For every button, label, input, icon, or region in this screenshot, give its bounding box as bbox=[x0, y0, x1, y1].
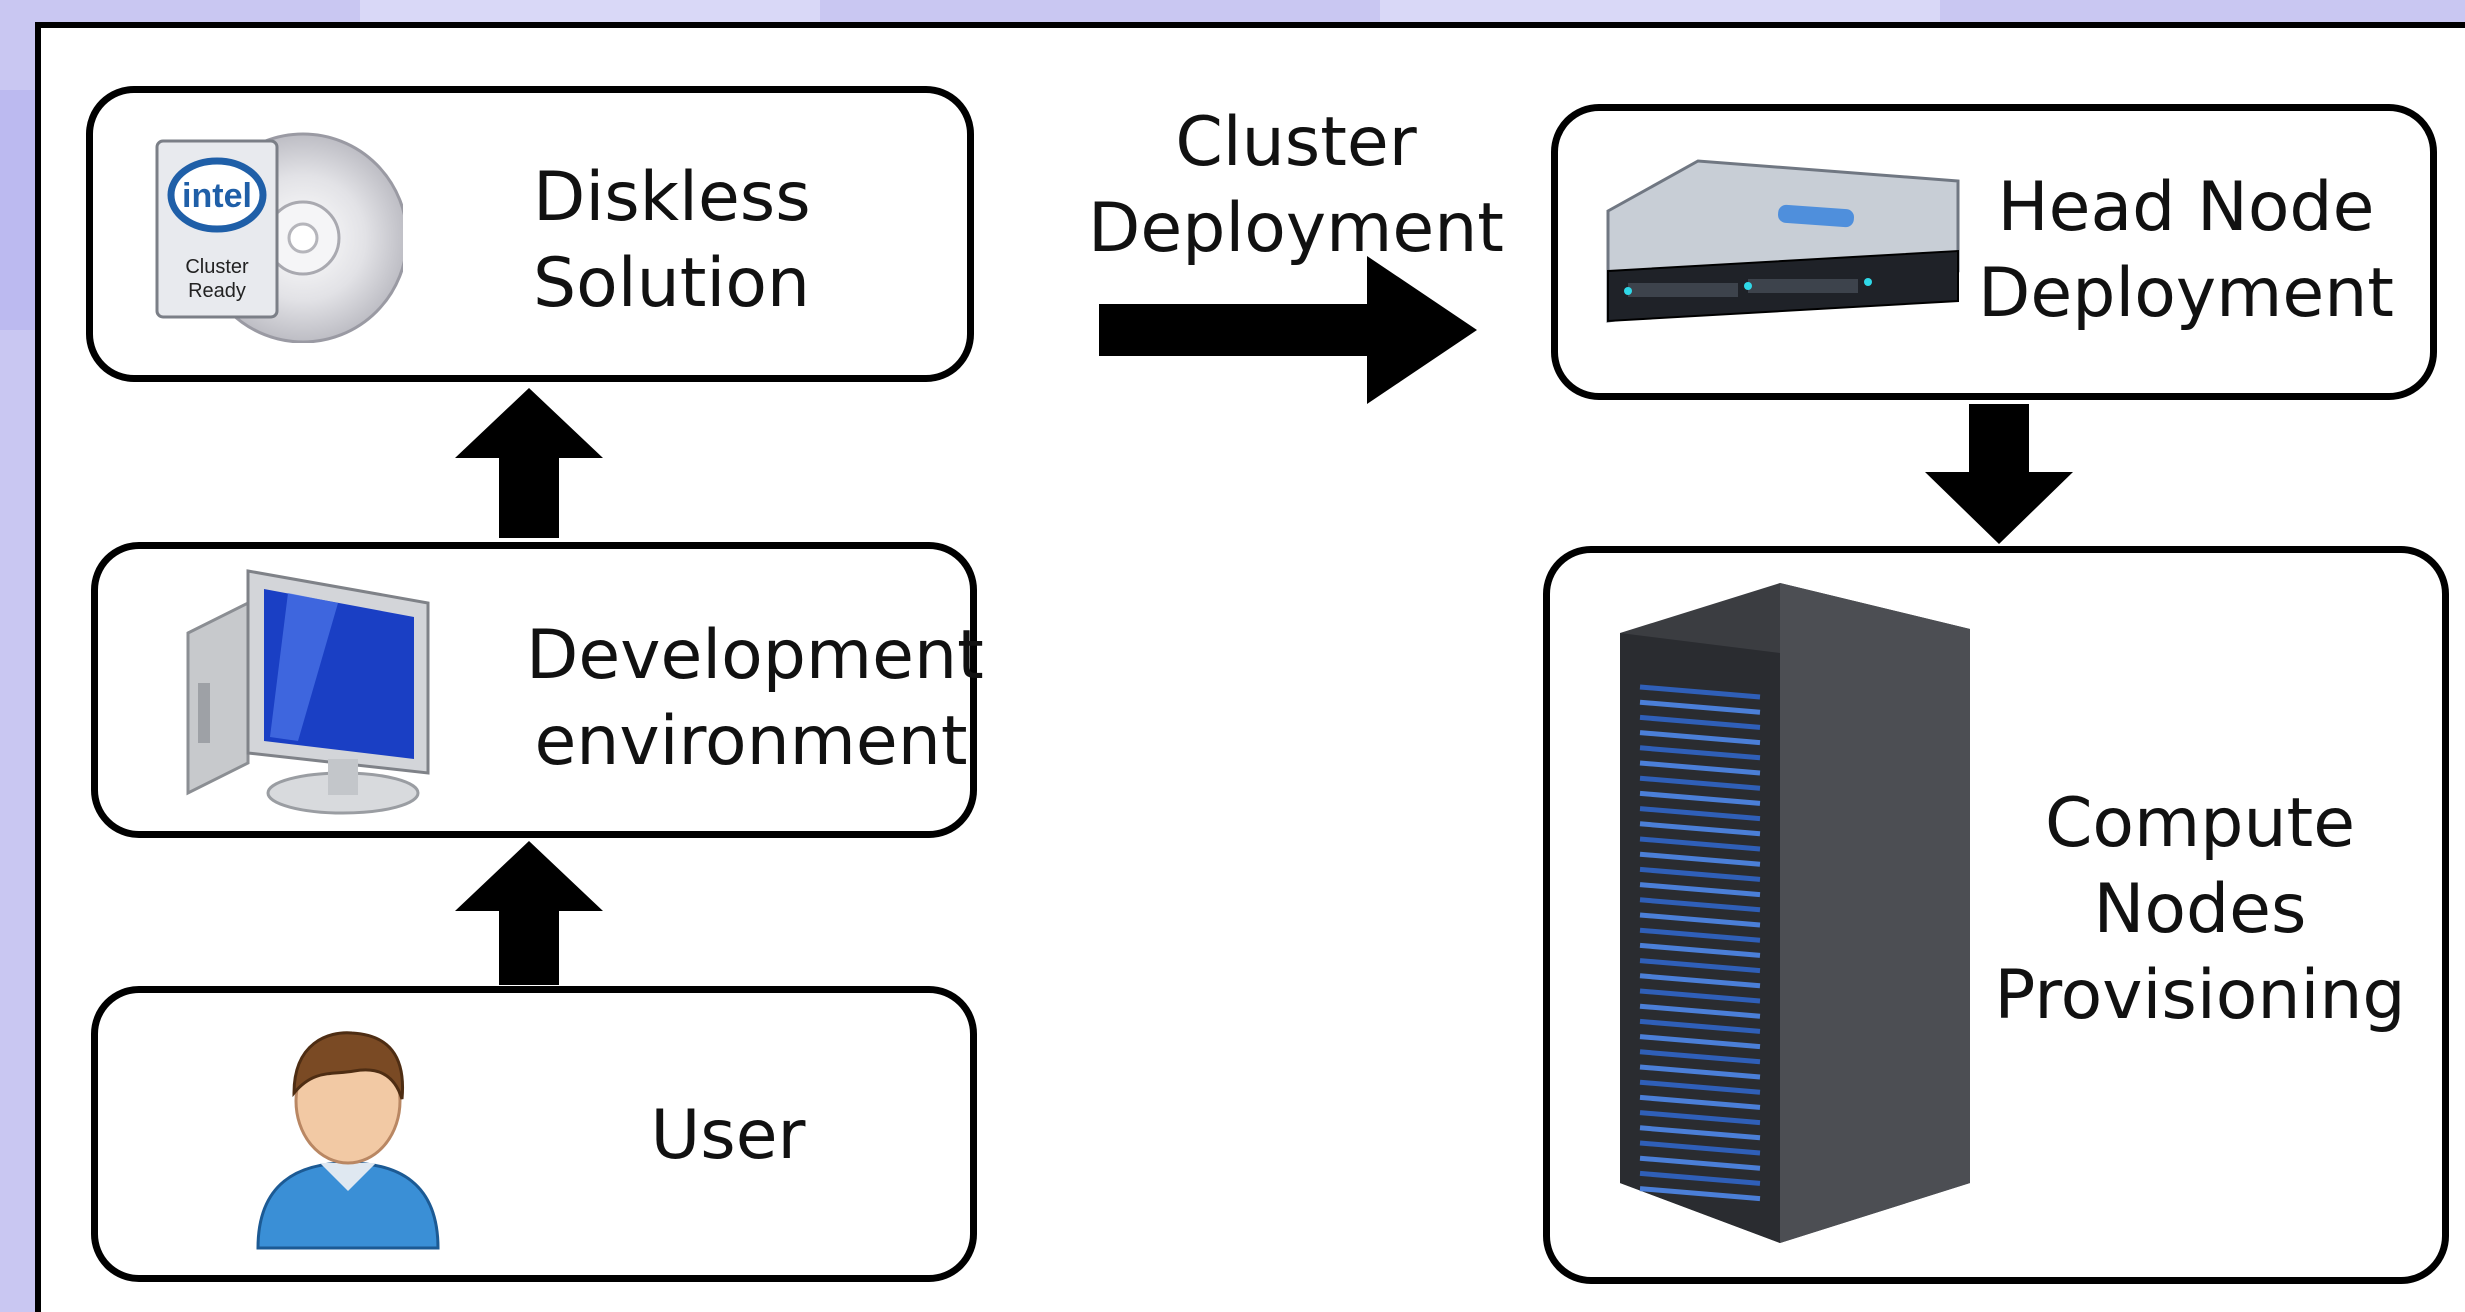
rack-slot bbox=[1639, 927, 1761, 943]
node-compute-nodes-provisioning: Compute Nodes Provisioning bbox=[1543, 546, 2449, 1284]
arrow-devenv-to-diskless bbox=[455, 388, 603, 538]
user-label: User bbox=[650, 1096, 806, 1175]
background-side bbox=[0, 90, 36, 330]
rack-slot bbox=[1639, 1110, 1761, 1126]
diskless-solution-label: Diskless Solution bbox=[533, 158, 811, 323]
rack-slot bbox=[1639, 760, 1761, 776]
rack-slot bbox=[1639, 1186, 1761, 1202]
rack-slot bbox=[1639, 1018, 1761, 1034]
rack-slot bbox=[1639, 1125, 1761, 1141]
rack-slot bbox=[1639, 684, 1761, 700]
rack-slot bbox=[1639, 942, 1761, 958]
rack-slot bbox=[1639, 866, 1761, 882]
compute-nodes-provisioning-label: Compute Nodes Provisioning bbox=[1994, 784, 2406, 1035]
rack-slot bbox=[1639, 1155, 1761, 1171]
development-environment-label: Development environment bbox=[526, 616, 984, 781]
rack-slot bbox=[1639, 1140, 1761, 1156]
rack-slot bbox=[1639, 1064, 1761, 1080]
rack-slot bbox=[1639, 836, 1761, 852]
rack-slot bbox=[1639, 1049, 1761, 1065]
user-icon bbox=[248, 1013, 448, 1253]
arrow-headnode-to-compute bbox=[1925, 404, 2073, 544]
rack-slot bbox=[1639, 958, 1761, 974]
badge-line-2: Ready bbox=[188, 280, 246, 302]
rack-slot bbox=[1639, 775, 1761, 791]
rack-slot bbox=[1639, 912, 1761, 928]
computer-icon bbox=[178, 563, 458, 823]
head-node-deployment-label: Head Node Deployment bbox=[1978, 168, 2394, 333]
node-diskless-solution: intel Cluster Ready Diskless Solution bbox=[86, 86, 974, 382]
rack-slot bbox=[1639, 714, 1761, 730]
rack-slot bbox=[1639, 1034, 1761, 1050]
rack-slot bbox=[1639, 730, 1761, 746]
rack-slot bbox=[1639, 973, 1761, 989]
node-user: User bbox=[91, 986, 977, 1282]
intel-logo-text: intel bbox=[182, 177, 252, 215]
server-icon bbox=[1588, 151, 1968, 351]
rack-slot bbox=[1639, 745, 1761, 761]
rack-icon bbox=[1610, 583, 1970, 1243]
rack-slots bbox=[1639, 684, 1761, 1202]
rack-slot bbox=[1639, 1003, 1761, 1019]
cluster-deployment-label: Cluster Deployment bbox=[1088, 103, 1504, 268]
rack-slot bbox=[1639, 1079, 1761, 1095]
rack-slot bbox=[1639, 897, 1761, 913]
rack-slot bbox=[1639, 806, 1761, 822]
rack-slot bbox=[1639, 1170, 1761, 1186]
background-strip bbox=[1380, 0, 1940, 22]
arrow-diskless-to-headnode bbox=[1099, 256, 1477, 404]
diagram-canvas: intel Cluster Ready Diskless Solution De… bbox=[35, 22, 2465, 1312]
cd-icon: intel Cluster Ready bbox=[153, 123, 409, 344]
rack-slot bbox=[1639, 699, 1761, 715]
rack-slot bbox=[1639, 1094, 1761, 1110]
badge-line-1: Cluster bbox=[185, 256, 249, 278]
node-development-environment: Development environment bbox=[91, 542, 984, 838]
rack-slot bbox=[1639, 790, 1761, 806]
rack-slot bbox=[1639, 821, 1761, 837]
node-head-node-deployment: Head Node Deployment bbox=[1551, 104, 2437, 400]
rack-slot bbox=[1639, 882, 1761, 898]
rack-slot bbox=[1639, 988, 1761, 1004]
rack-slot bbox=[1639, 851, 1761, 867]
arrow-user-to-devenv bbox=[455, 841, 603, 985]
background-strip bbox=[360, 0, 820, 22]
